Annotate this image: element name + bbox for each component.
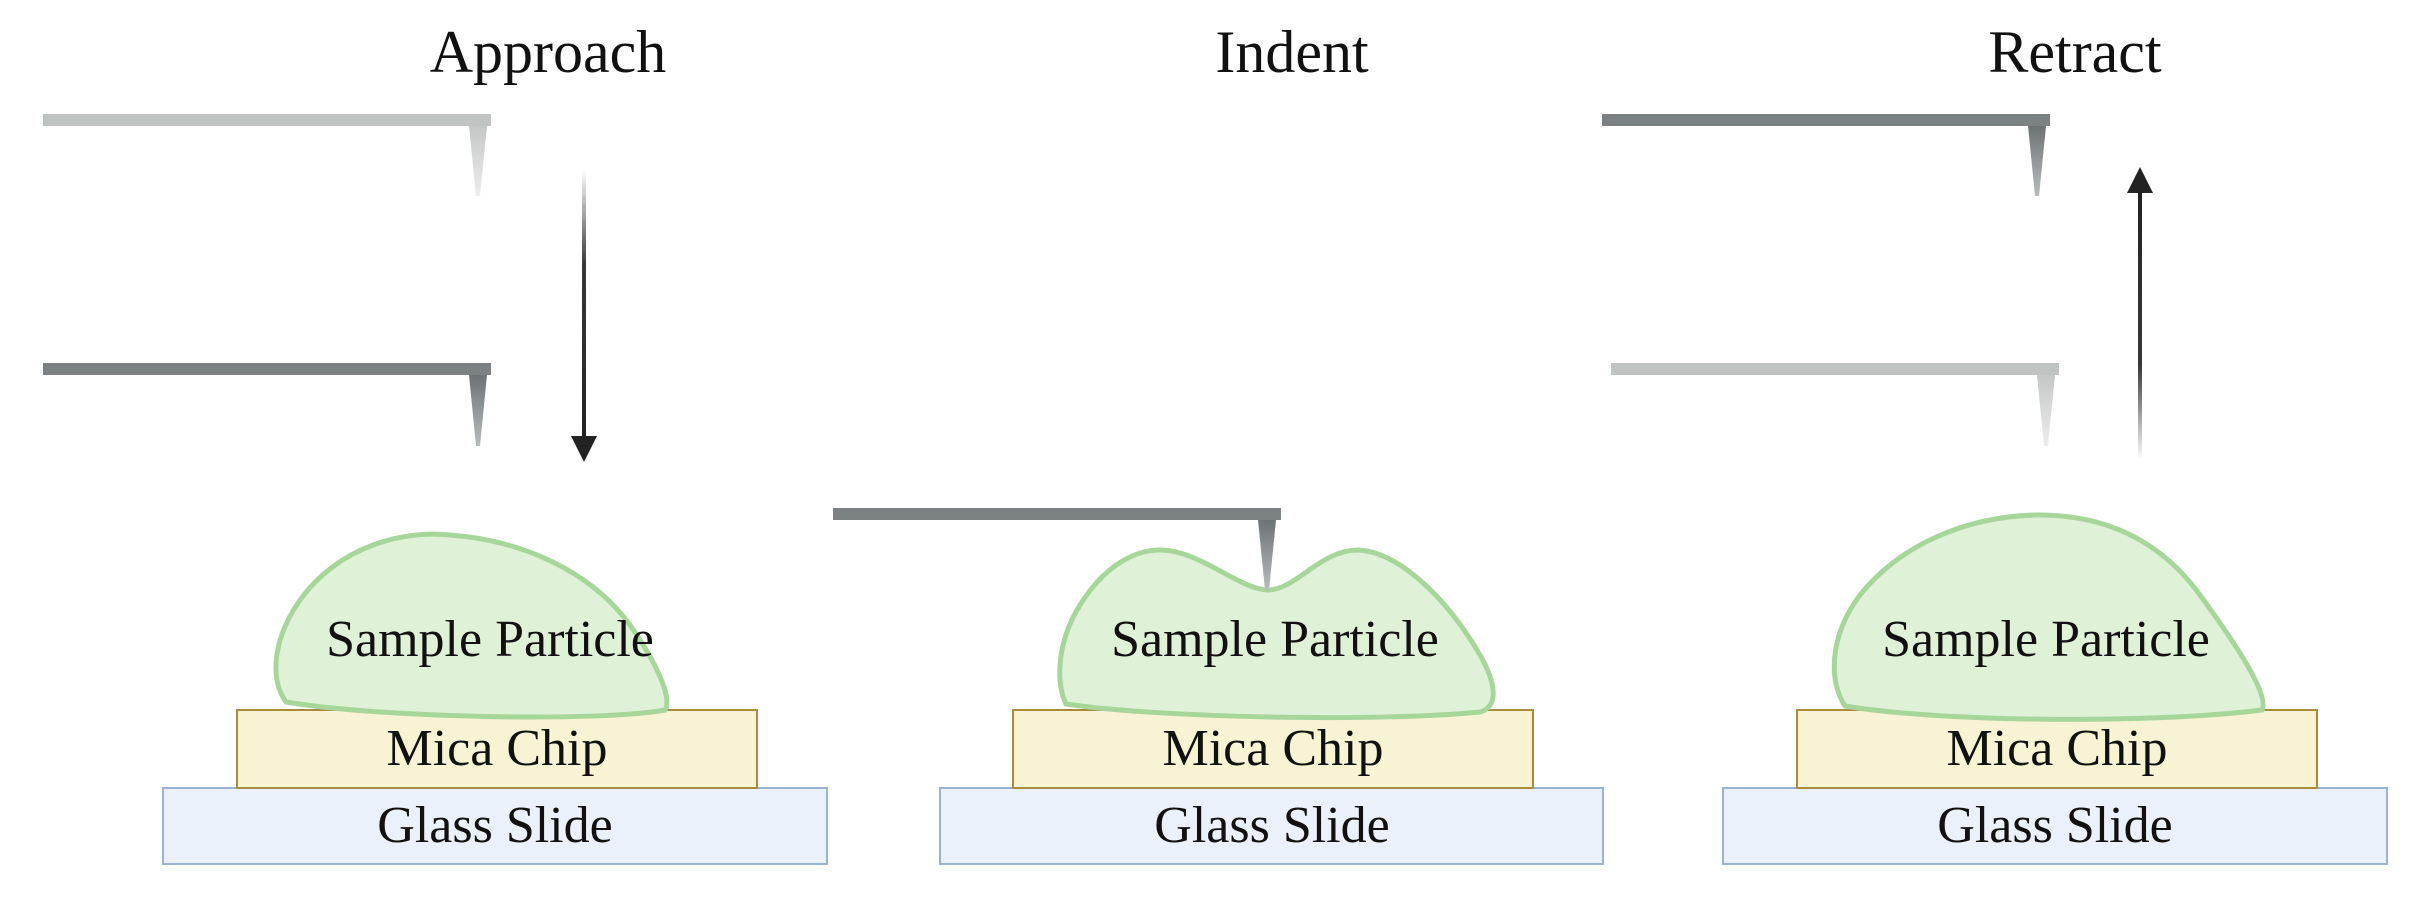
stage-title-indent: Indent (1215, 19, 1369, 85)
cantilever-beam (1602, 114, 2050, 126)
mica-chip-label: Mica Chip (387, 720, 608, 777)
sample-particle (273, 531, 670, 720)
stage-approach: Approach Glass Slide Mica Chip Sample Pa… (43, 19, 828, 865)
arrow-head (2127, 167, 2153, 193)
mica-chip-label: Mica Chip (1163, 720, 1384, 777)
cantilever-indenting (833, 508, 1281, 590)
cantilever-beam (1611, 363, 2059, 375)
sample-particle-label: Sample Particle (1882, 611, 2210, 668)
arrow-head (571, 436, 597, 462)
cantilever-beam (43, 363, 491, 375)
glass-slide (1722, 787, 2388, 865)
cantilever-tip (469, 126, 487, 196)
sample-particle-label: Sample Particle (1111, 611, 1439, 668)
cantilever-tip (2028, 126, 2046, 196)
arrow-down (571, 170, 597, 462)
cantilever-tip (469, 375, 487, 446)
cantilever-tip (1258, 520, 1276, 590)
cantilever-beam (833, 508, 1281, 520)
glass-slide-label: Glass Slide (377, 797, 612, 854)
mica-chip (1012, 709, 1534, 789)
arrow-shaft (582, 170, 586, 440)
arrow-shaft (2138, 190, 2142, 460)
cantilever-beam (43, 114, 491, 126)
mica-chip-label: Mica Chip (1947, 720, 2168, 777)
sample-particle-label: Sample Particle (326, 611, 654, 668)
stage-retract: Retract Glass Slide Mica Chip Sample Par… (1602, 19, 2388, 865)
arrow-up (2127, 167, 2153, 460)
cantilever-previous (1611, 363, 2059, 446)
cantilever-start (43, 114, 491, 196)
glass-slide (939, 787, 1604, 865)
stage-indent: Indent Glass Slide Mica Chip Sample Part… (833, 19, 1604, 865)
stage-title-retract: Retract (1988, 19, 2162, 85)
glass-slide (162, 787, 828, 865)
sample-particle (1831, 512, 2266, 722)
sample-particle-indented (1057, 547, 1496, 721)
stage-title-approach: Approach (430, 19, 667, 85)
mica-chip (236, 709, 758, 789)
glass-slide-label: Glass Slide (1937, 797, 2172, 854)
cantilever-approached (43, 363, 491, 446)
glass-slide-label: Glass Slide (1154, 797, 1389, 854)
cantilever-retracted (1602, 114, 2050, 196)
cantilever-tip (2037, 375, 2055, 446)
